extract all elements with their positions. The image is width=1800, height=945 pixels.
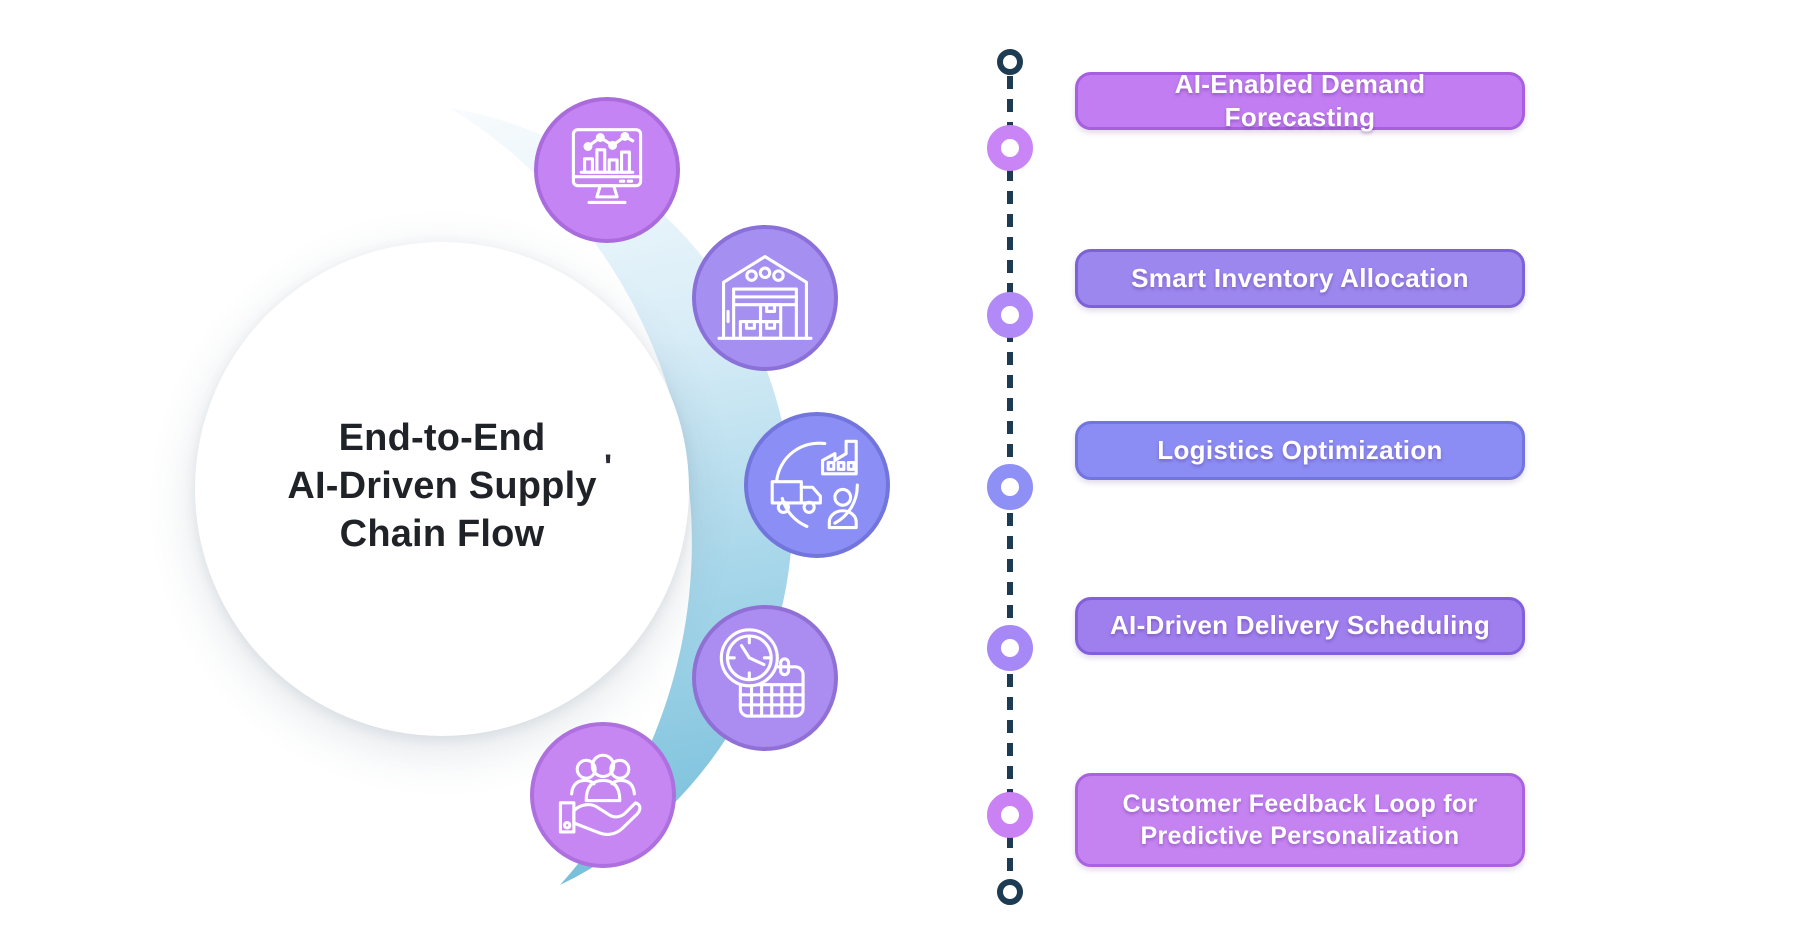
badge-logistics	[744, 412, 890, 558]
label-logistics-optimization: Logistics Optimization	[1075, 421, 1525, 480]
label-text: AI-Enabled Demand Forecasting	[1174, 68, 1426, 132]
stray-mark: '	[604, 448, 613, 486]
clock-calendar-icon	[709, 622, 821, 734]
label-text: Customer Feedback Loop for Predictive Pe…	[1122, 790, 1478, 850]
timeline-node-inventory-allocation	[987, 292, 1033, 338]
label-customer-feedback-loop: Customer Feedback Loop for Predictive Pe…	[1075, 773, 1525, 867]
hub-title-line-3: Chain Flow	[339, 513, 545, 555]
timeline-start-dot	[997, 49, 1023, 75]
badge-demand-forecasting	[534, 97, 680, 243]
label-text: Smart Inventory Allocation	[1131, 262, 1469, 293]
analytics-monitor-icon	[551, 114, 663, 226]
label-text: AI-Driven Delivery Scheduling	[1109, 610, 1491, 641]
warehouse-icon	[709, 242, 821, 354]
hub-title: End-to-End AI-Driven Supply Chain Flow	[202, 414, 682, 558]
timeline-node-demand-forecasting	[987, 125, 1033, 171]
label-text: Logistics Optimization	[1157, 434, 1443, 465]
badge-inventory-warehouse	[692, 225, 838, 371]
logistics-cycle-icon	[761, 429, 873, 541]
timeline-node-delivery-scheduling	[987, 625, 1033, 671]
timeline-node-logistics-optimization	[987, 464, 1033, 510]
customers-hand-icon	[547, 739, 659, 851]
label-inventory-allocation: Smart Inventory Allocation	[1075, 249, 1525, 308]
label-demand-forecasting: AI-Enabled Demand Forecasting	[1075, 69, 1525, 132]
badge-customer-feedback	[530, 722, 676, 868]
timeline-end-dot	[997, 879, 1023, 905]
hub-title-line-2: AI-Driven Supply	[287, 465, 597, 507]
timeline-node-customer-feedback	[987, 792, 1033, 838]
label-delivery-scheduling: AI-Driven Delivery Scheduling	[1075, 597, 1525, 655]
hub-circle	[195, 242, 689, 736]
hub-title-line-1: End-to-End	[338, 417, 546, 459]
badge-delivery-scheduling	[692, 605, 838, 751]
